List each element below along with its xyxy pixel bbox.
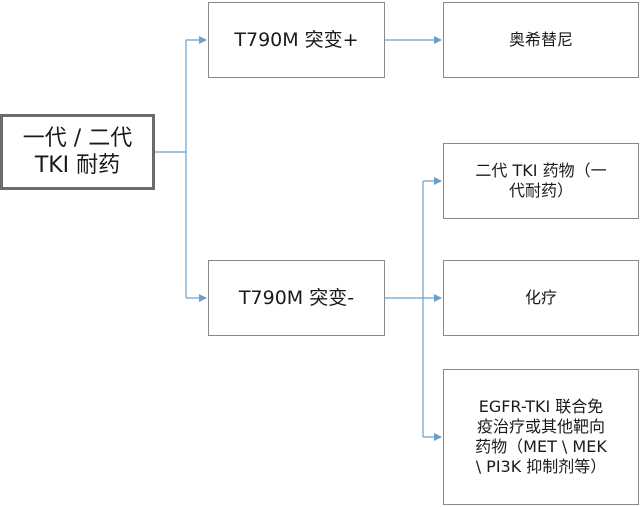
branch-positive-label: T790M 突变+ [234, 29, 359, 51]
outcome-second-gen-node: 二代 TKI 药物（一 代耐药） [443, 143, 639, 219]
root-node: 一代 / 二代 TKI 耐药 [0, 114, 155, 190]
outcome-second-gen-label: 二代 TKI 药物（一 代耐药） [475, 161, 607, 200]
root-label: 一代 / 二代 TKI 耐药 [22, 126, 133, 178]
outcome-chemo-node: 化疗 [443, 260, 639, 336]
outcome-combo-label: EGFR-TKI 联合免 疫治疗或其他靶向 药物（MET \ MEK \ PI3… [475, 397, 607, 476]
outcome-osimertinib-label: 奥希替尼 [508, 30, 573, 49]
outcome-chemo-label: 化疗 [524, 288, 557, 307]
branch-negative-node: T790M 突变- [208, 260, 385, 336]
outcome-osimertinib-node: 奥希替尼 [443, 2, 639, 78]
branch-negative-label: T790M 突变- [238, 287, 355, 309]
branch-positive-node: T790M 突变+ [208, 2, 385, 78]
outcome-combo-node: EGFR-TKI 联合免 疫治疗或其他靶向 药物（MET \ MEK \ PI3… [443, 369, 639, 505]
